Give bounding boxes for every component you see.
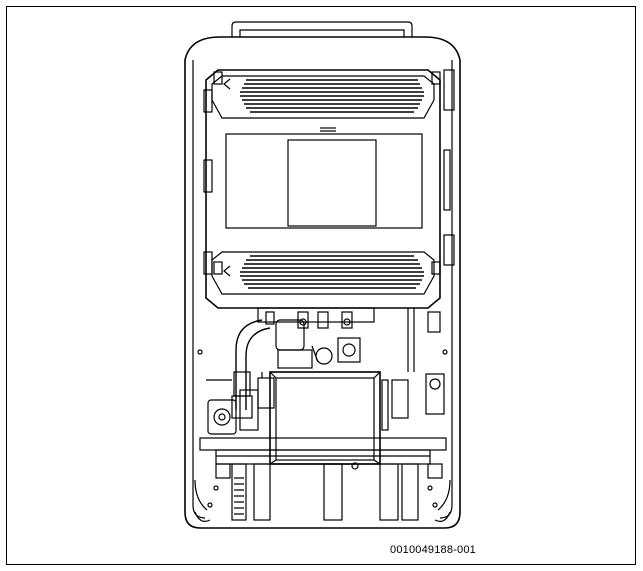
bottom-crossbar [199, 437, 447, 465]
outer-casing [184, 36, 461, 529]
main-housing [205, 69, 441, 309]
vent-slats-lower [240, 255, 424, 289]
figure-reference-code: 0010049188-001 [390, 544, 476, 556]
pipe-right [391, 308, 445, 419]
gas-valve [207, 372, 275, 435]
vent-slats-upper [240, 79, 424, 113]
pump-assembly [275, 319, 361, 369]
mounting-screws [197, 349, 448, 491]
bottom-connections [215, 463, 443, 521]
control-box [269, 371, 389, 470]
top-handle [231, 21, 413, 37]
figure-frame [6, 6, 636, 565]
pipe-left [206, 319, 271, 419]
